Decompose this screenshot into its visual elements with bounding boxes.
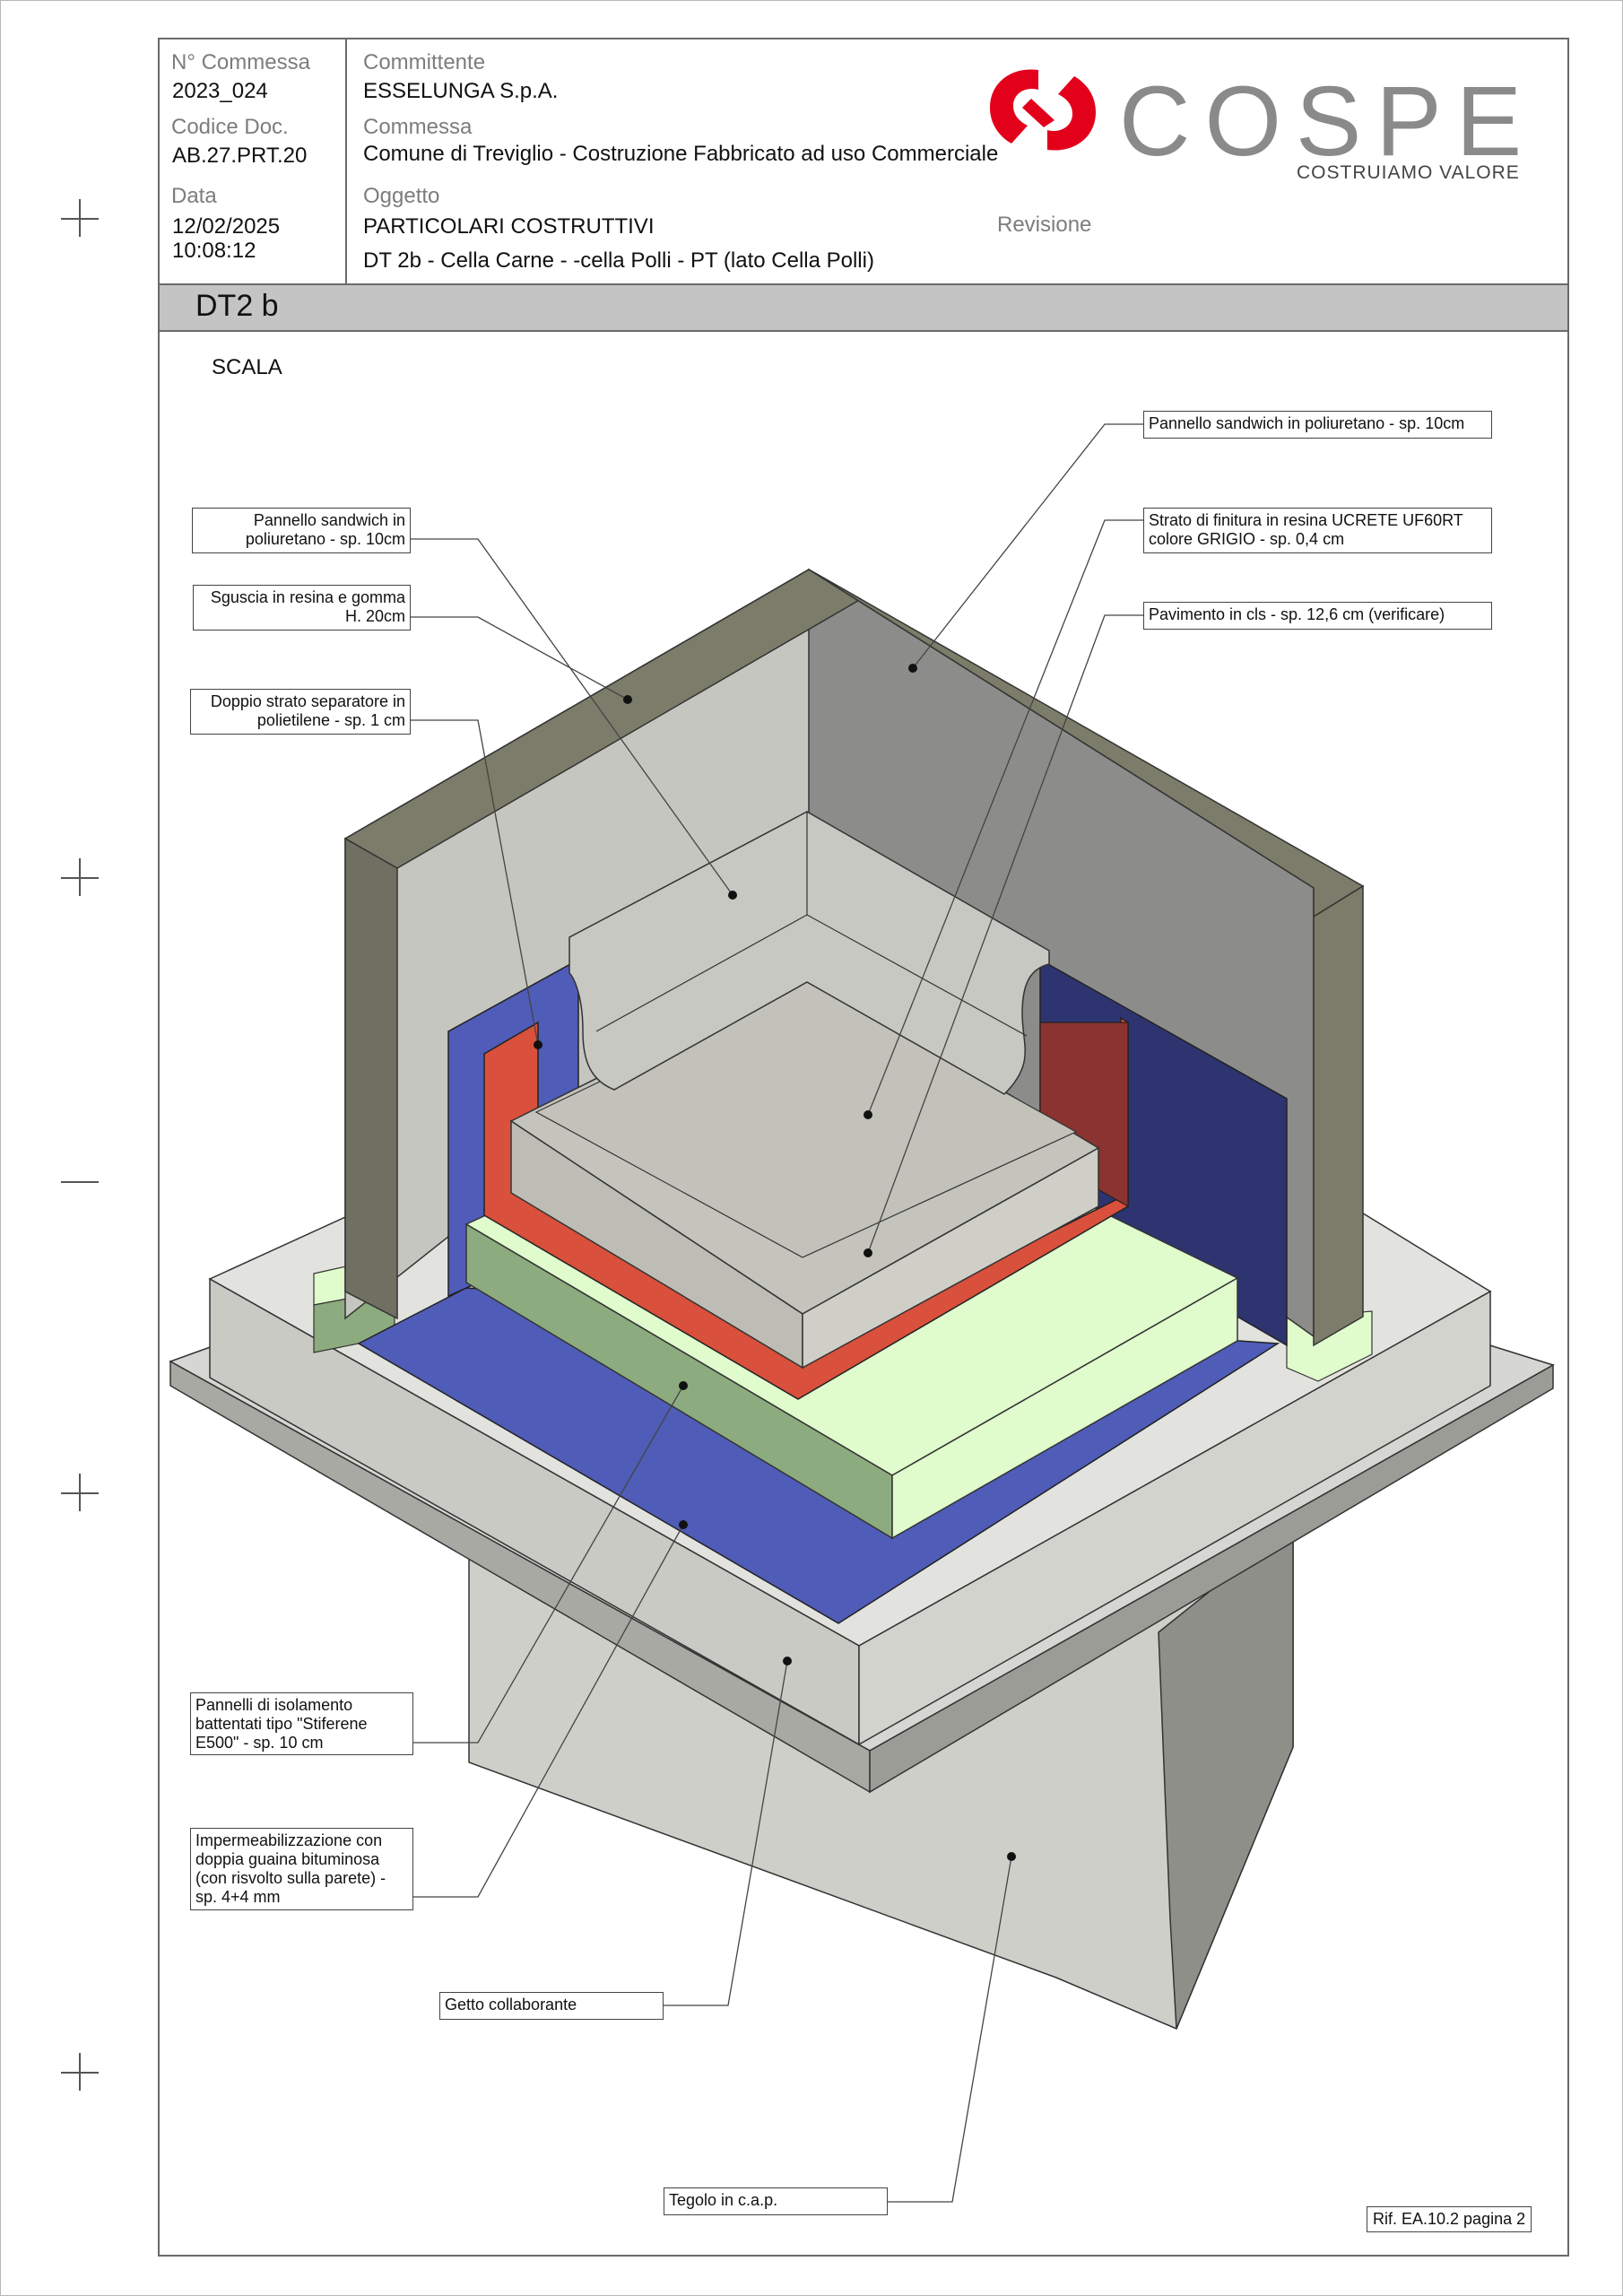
callout-getto: Getto collaborante	[439, 1992, 664, 2020]
data-label: Data	[171, 184, 217, 208]
cospe-logo-mark	[990, 69, 1096, 151]
registration-mark	[61, 1181, 99, 1183]
commessa-no-value: 2023_024	[172, 79, 268, 103]
callout-separatore: Doppio strato separatore in polietilene …	[190, 689, 411, 735]
cove-inner-edge	[595, 914, 1028, 1037]
wall-end-left	[344, 837, 398, 1320]
registration-mark	[79, 2053, 81, 2091]
sheet-title: DT2 b	[195, 289, 279, 323]
registration-mark	[79, 1474, 81, 1511]
committente-label: Committente	[363, 50, 486, 74]
oggetto-line1: PARTICOLARI COSTRUTTIVI	[363, 214, 655, 239]
cospe-logo-tagline: COSTRUIAMO VALORE	[1297, 162, 1520, 183]
commessa-no-label: N° Commessa	[171, 50, 310, 74]
drawing-sheet	[158, 38, 1569, 2257]
callout-impermeabilizzazione: Impermeabilizzazione con doppia guaina b…	[190, 1828, 413, 1910]
getto-side	[858, 1290, 1491, 1746]
callout-sandwich-left: Pannello sandwich in poliuretano - sp. 1…	[192, 508, 411, 553]
callout-sguscia: Sguscia in resina e gomma H. 20cm	[193, 585, 411, 631]
callout-sandwich-right: Pannello sandwich in poliuretano - sp. 1…	[1143, 411, 1492, 439]
committente-value: ESSELUNGA S.p.A.	[363, 79, 559, 103]
callout-pavimento: Pavimento in cls - sp. 12,6 cm (verifica…	[1143, 602, 1492, 630]
oggetto-line2: DT 2b - Cella Carne - -cella Polli - PT …	[363, 248, 874, 273]
leader-dots	[534, 664, 1016, 1861]
callout-resina: Strato di finitura in resina UCRETE UF60…	[1143, 508, 1492, 553]
title-band	[160, 285, 1567, 332]
cospe-logo-text: COSPE	[1119, 66, 1537, 177]
codice-doc-label: Codice Doc.	[171, 115, 289, 139]
callout-isolamento: Pannelli di isolamento battentati tipo "…	[190, 1692, 413, 1755]
revisione-label: Revisione	[997, 213, 1092, 237]
commessa-value: Comune di Treviglio - Costruzione Fabbri…	[363, 142, 999, 166]
oggetto-label: Oggetto	[363, 184, 440, 208]
slab-plate-side	[869, 1363, 1554, 1794]
reference-label: Rif. EA.10.2 pagina 2	[1367, 2206, 1532, 2232]
leader-lines	[411, 423, 1143, 2203]
header-divider	[158, 283, 1569, 285]
data-time: 10:08:12	[172, 239, 256, 263]
header-divider	[345, 38, 347, 285]
insulation-slab-side	[891, 1276, 1238, 1540]
codice-doc-value: AB.27.PRT.20	[172, 144, 308, 168]
registration-mark	[79, 199, 81, 237]
commessa-label: Commessa	[363, 115, 473, 139]
registration-mark	[79, 858, 81, 896]
cove-skirting	[568, 811, 1050, 1095]
data-date: 12/02/2025	[172, 214, 281, 239]
floor-block-side	[802, 1146, 1099, 1370]
scale-label: SCALA	[212, 355, 282, 379]
wall-end-right	[1313, 884, 1364, 1347]
callout-tegolo: Tegolo in c.a.p.	[664, 2187, 888, 2215]
